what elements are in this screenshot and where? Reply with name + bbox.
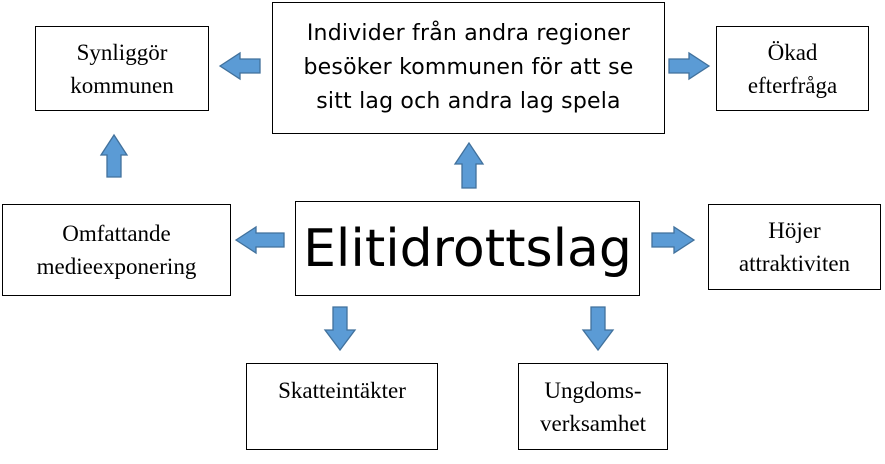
box-synliggor-kommunen: Synliggör kommunen [35,26,209,111]
box-label: Omfattande medieexponering [36,221,197,279]
box-individer-fran-andra-regioner: Individer från andra regioner besöker ko… [272,2,665,134]
box-ungdomsverksamhet: Ungdoms- verksamhet [518,363,668,450]
box-label: Synliggör kommunen [70,39,174,98]
arrow-right-to-okad-efterfraga [668,51,711,81]
box-skatteintakter: Skatteintäkter [246,363,438,450]
box-elitidrottslag: Elitidrottslag [295,201,640,296]
box-title: Elitidrottslag [303,218,632,279]
box-label: Ungdoms- verksamhet [539,377,646,436]
box-label: Höjer attraktiviten [738,218,851,276]
box-label: Ökad efterfråga [747,39,838,98]
box-hojer-attraktiviten: Höjer attraktiviten [708,204,881,290]
box-label: Individer från andra regioner besöker ko… [303,21,634,114]
arrow-down-to-skatteintakter [323,306,357,352]
arrow-left-to-medieexponering [234,225,285,255]
arrow-up-to-synliggor [99,133,129,178]
box-omfattande-medieexponering: Omfattande medieexponering [2,204,231,296]
box-okad-efterfraga: Ökad efterfråga [716,26,869,111]
arrow-down-to-ungdomsverksamhet [581,306,615,352]
arrow-up-to-individer [453,141,485,189]
box-label: Skatteintäkter [278,378,406,403]
arrow-right-to-hojer [651,225,696,255]
arrow-left-to-synliggor [218,51,261,81]
